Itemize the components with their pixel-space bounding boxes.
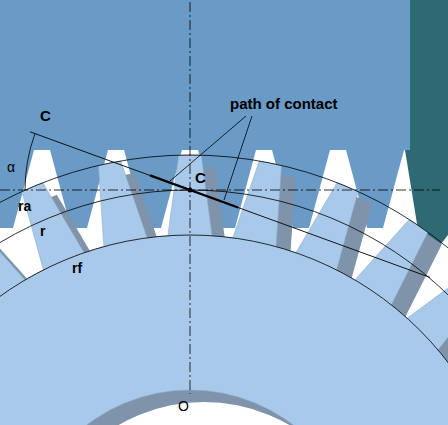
radius-label: ra: [18, 199, 31, 213]
angle-arc: [25, 134, 35, 190]
tip-circle: [0, 155, 448, 425]
center-label: O: [178, 399, 189, 413]
leader-line: [170, 116, 246, 181]
pitch-line: [0, 190, 440, 191]
point-label: C: [40, 108, 51, 123]
radius-circles: [0, 155, 448, 425]
angle-label: α: [7, 160, 15, 174]
pitch-circle: [0, 190, 448, 425]
radius-label: rf: [72, 261, 82, 275]
part-label: path of contact: [230, 96, 338, 111]
rack-side-face: [405, 0, 448, 258]
root-circle: [0, 235, 448, 425]
radius-label: r: [40, 224, 45, 238]
line-of-action: [30, 132, 430, 278]
point-label: C: [195, 170, 206, 185]
gear-body: [0, 155, 448, 425]
leader-line: [224, 116, 252, 200]
path-of-contact-segment: [150, 175, 238, 207]
pitch-point: [188, 188, 193, 193]
center-line: [190, 2, 191, 394]
